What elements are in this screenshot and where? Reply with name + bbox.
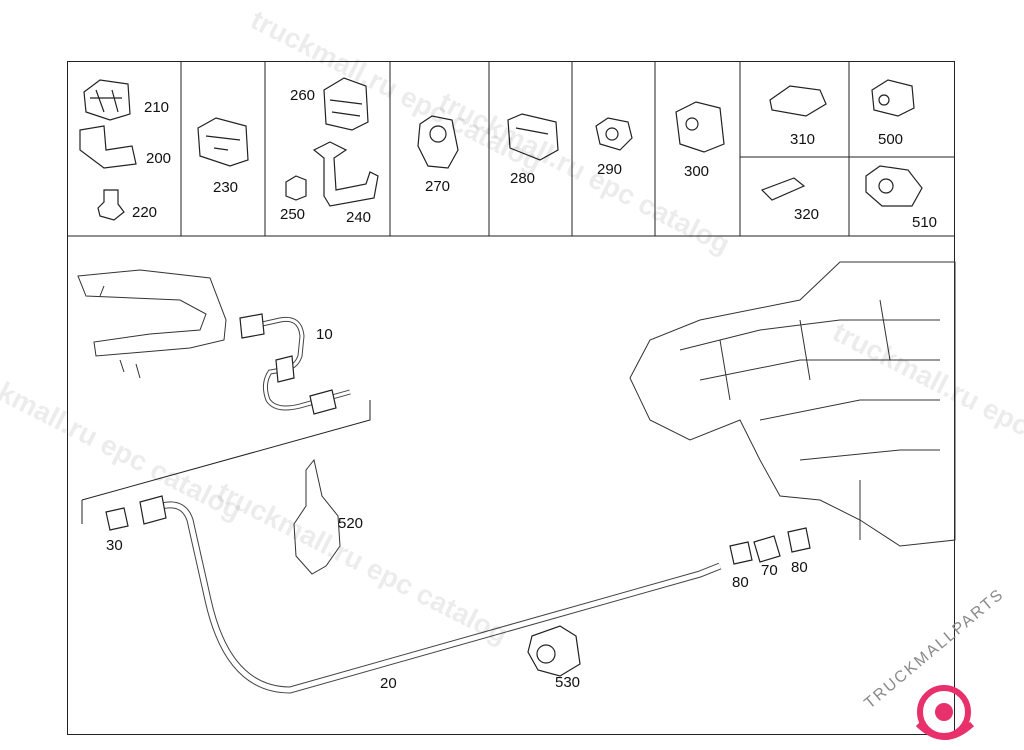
label-30: 30: [106, 537, 123, 554]
label-500: 500: [878, 131, 904, 148]
part-310-clamp: [769, 85, 827, 117]
part-500-block: [871, 79, 915, 117]
part-260-clamp: [323, 77, 369, 131]
part-220-pin: [97, 189, 125, 221]
label-280: 280: [510, 170, 536, 187]
part-250-nut: [285, 175, 307, 201]
label-300: 300: [684, 163, 710, 180]
label-260: 260: [290, 87, 316, 104]
part-200-bracket: [79, 125, 137, 169]
clamp-80-right: [787, 527, 811, 553]
label-220: 220: [132, 204, 158, 221]
label-200: 200: [146, 150, 172, 167]
part-300-block: [675, 101, 725, 153]
label-530: 530: [555, 674, 581, 691]
part-210-clamp: [83, 79, 131, 121]
label-230: 230: [213, 179, 239, 196]
label-250: 250: [280, 206, 306, 223]
bracket-520: [293, 458, 341, 575]
fitting-30: [105, 507, 129, 531]
part-280-clamp: [507, 113, 559, 161]
part-320-sleeve: [760, 177, 806, 201]
part-240-bracket: [312, 141, 379, 207]
label-510: 510: [912, 214, 938, 231]
label-520: 520: [338, 515, 364, 532]
label-320: 320: [794, 206, 820, 223]
brand-logo: [915, 685, 975, 740]
part-510-clip: [865, 165, 923, 207]
chassis-right: [629, 261, 956, 547]
label-290: 290: [597, 161, 623, 178]
label-70: 70: [761, 562, 778, 579]
label-20: 20: [380, 675, 397, 692]
label-210: 210: [144, 99, 170, 116]
hose-70: [753, 535, 781, 563]
label-310: 310: [790, 131, 816, 148]
part-230-clamp: [197, 117, 249, 167]
part-270-clip: [417, 115, 459, 169]
clamp-80-left: [729, 541, 753, 565]
label-240: 240: [346, 209, 372, 226]
label-270: 270: [425, 178, 451, 195]
part-290-clip: [595, 117, 633, 151]
label-80-right: 80: [791, 559, 808, 576]
label-10: 10: [316, 326, 333, 343]
chassis-left: [77, 269, 227, 357]
label-80-left: 80: [732, 574, 749, 591]
